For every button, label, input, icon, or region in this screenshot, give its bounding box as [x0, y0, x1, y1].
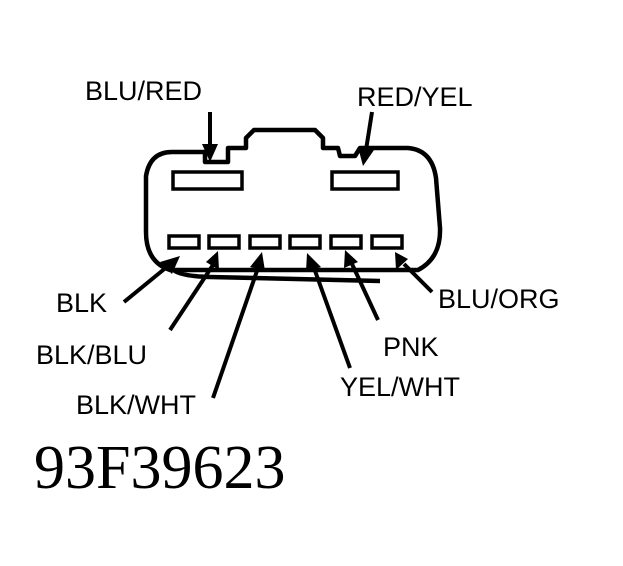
arrowhead-blu-org: [395, 252, 408, 270]
label-pnk: PNK: [383, 332, 439, 362]
label-blk: BLK: [56, 288, 107, 318]
leader-pnk: [350, 263, 380, 321]
pin-slot-blu-org: [370, 234, 404, 250]
leader-red-yel: [364, 111, 374, 151]
arrowhead-blu-red: [202, 144, 218, 162]
leader-blk-wht: [211, 267, 260, 399]
leader-lines: [122, 111, 434, 399]
label-red-yel: RED/YEL: [357, 82, 473, 112]
arrowhead-blk: [160, 256, 180, 274]
arrowhead-red-yel: [358, 147, 374, 166]
leader-yel-wht: [312, 267, 352, 369]
leader-blu-org: [402, 262, 434, 294]
label-blk-blu: BLK/BLU: [36, 340, 147, 370]
pin-slot-blk: [167, 234, 201, 250]
connector-housing: [143, 127, 443, 273]
arrowhead-pnk: [344, 250, 358, 268]
arrowhead-yel-wht: [306, 253, 321, 272]
leader-blk: [122, 264, 170, 304]
label-blk-wht: BLK/WHT: [76, 390, 196, 420]
arrowhead-blk-blu: [206, 251, 219, 270]
label-yel-wht: YEL/WHT: [340, 372, 460, 402]
pin-slot-red-yel: [330, 170, 400, 191]
label-blu-org: BLU/ORG: [438, 284, 560, 314]
pin-slot-yel-wht: [288, 234, 322, 250]
pin-slot-pnk: [329, 234, 363, 250]
pin-slot-blk-wht: [248, 234, 282, 250]
arrowhead-blk-wht: [250, 252, 265, 271]
leader-blk-blu: [168, 263, 215, 332]
pin-slot-blu-red: [171, 170, 244, 191]
label-blu-red: BLU/RED: [85, 76, 202, 106]
pin-slot-blk-blu: [207, 234, 241, 250]
figure-code: 93F39623: [34, 434, 285, 502]
